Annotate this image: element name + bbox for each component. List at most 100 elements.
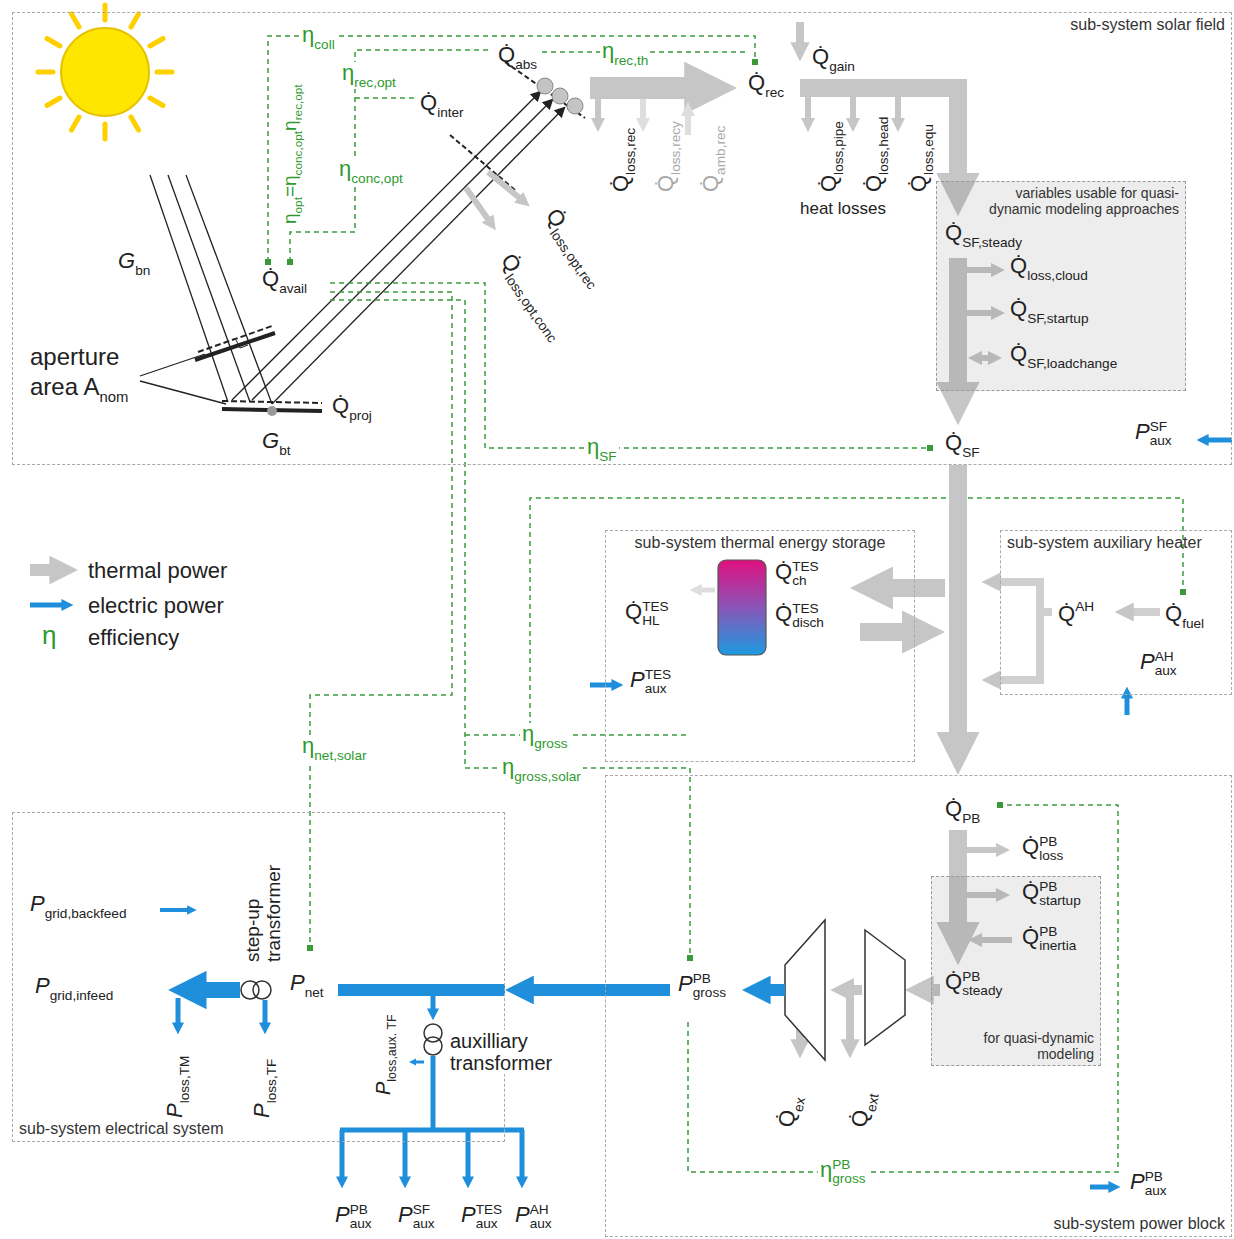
thermal-arrows-part [796,22,804,48]
quantity-label: PPBgross [678,972,726,999]
receiver-part [552,88,568,104]
electric-arrows-part [1090,1185,1112,1190]
quantity-label: area Anom [30,375,128,405]
subscript: loss,opt,rec [547,226,599,292]
quantity-label: Q̇ex [775,1094,808,1130]
subscript: PB [962,811,980,826]
symbol: η [42,620,56,650]
electric-arrows-part [520,1130,525,1180]
sun-part-part [72,117,80,130]
quantity-label: Q̇AH [1058,600,1094,625]
symbol: P [372,1082,394,1095]
symbol: η [302,22,314,47]
superscript: PB [350,1203,372,1217]
symbol: Q̇ [1010,296,1027,321]
sun-part-part [47,39,60,47]
subscript: avail [279,281,307,296]
subsystem-title: sub-system auxiliary heater [1007,534,1202,552]
quantity-label: Q̇SF,startup [1010,298,1088,325]
electric-arrows-part [431,996,436,1012]
index-stack: AHaux [1155,650,1177,677]
index-stack: PBstartup [1039,880,1081,907]
sun-part-part [131,117,139,130]
sun-rays-part [140,381,226,404]
quantity-label: Q̇proj [332,395,372,422]
transformer-symbols [241,981,442,1055]
quantity-label: step-up transformer [243,842,285,962]
quantity-label: PSFaux [1135,420,1172,447]
symbol: P [515,1202,530,1227]
subscript: SF,steady [962,235,1022,250]
quantity-label: Q̇inter [420,92,464,119]
quantity-label: Q̇loss,cloud [1010,255,1088,282]
efficiency-label: ηrec,opt [340,62,398,89]
storage-tank [718,560,766,655]
subscript: loss,TM [177,1056,192,1104]
transformer-symbols-part [253,981,271,999]
quantity-label: Pnet [290,972,324,999]
symbol: P [335,1202,350,1227]
mirrors [195,326,322,416]
subsystem-box: sub-system solar fieldvariables usable f… [12,12,1232,465]
symbol: Q̇ [698,175,723,192]
subscript: SF [962,445,979,460]
quantity-label: Q̇SF,loadchange [1010,343,1117,370]
electric-arrows-part [160,908,190,912]
symbol: Q̇ [625,599,642,624]
efficiency-dots-part [687,955,693,961]
receiver [450,62,585,190]
index-stack: TESaux [645,668,672,695]
symbol: area A [30,373,99,400]
quantity-label: Q̇loss,opt,rec [538,205,610,292]
symbol: P [290,970,305,995]
symbol: η [302,733,314,758]
subscript: loss,rec [623,128,638,175]
superscript: PB [832,1158,865,1172]
sun-rays-part [186,175,272,404]
thermal-arrows-part [967,847,1000,853]
receiver-part [450,135,515,190]
electric-arrows-part [30,603,65,608]
thermal-arrows-part [995,676,1044,684]
plain-label: auxilliary transformer [450,1030,552,1074]
symbol: P [35,973,50,998]
superscript: TES [642,600,669,614]
sun-part [61,28,149,116]
quantity-label: Q̇loss,recy [655,121,682,192]
index-stack: TESdisch [792,602,824,629]
quantity-label: Q̇PBsteady [945,970,1002,997]
subscript: inter [437,105,464,120]
subscript: nom [99,389,128,405]
efficiency-dots-part [1180,589,1186,595]
thermal-flow-arrow [949,465,967,745]
transformer-symbols-part [424,1037,442,1055]
sun-part-part [131,14,139,27]
thermal-arrows-part [685,112,691,135]
subscript: HL [642,614,669,628]
index-stack: AHaux [530,1203,552,1230]
turbine [785,920,905,1060]
turbine-part [785,920,825,1060]
sun [38,5,172,139]
index-stack: TESHL [642,600,669,627]
superscript: AH [1155,650,1177,664]
quantity-label: Q̇PBstartup [1022,880,1081,907]
symbol: Q̇ [653,175,678,192]
sun-rays [140,92,564,404]
efficiency-label: ηgross,solar [500,756,583,783]
thermal-arrows-part [805,97,811,122]
efficiency-label: ηrec,th [600,40,650,67]
symbol: P [630,667,645,692]
subscript: loss,pipe [831,121,846,175]
sun-rays-part [168,175,250,402]
efficiency-dots-part [265,259,271,265]
sun-rays-part [232,92,540,400]
box-note: variables usable for quasi-dynamic model… [989,185,1179,217]
symbol: η [587,434,599,459]
quantity-label: PSFaux [398,1203,435,1230]
symbol: =η [279,175,300,197]
electric-arrows-part [340,1130,345,1180]
thermal-arrows-part [850,97,856,122]
subscript: amb,rec [713,126,728,175]
thermal-arrows-part [1128,608,1160,616]
